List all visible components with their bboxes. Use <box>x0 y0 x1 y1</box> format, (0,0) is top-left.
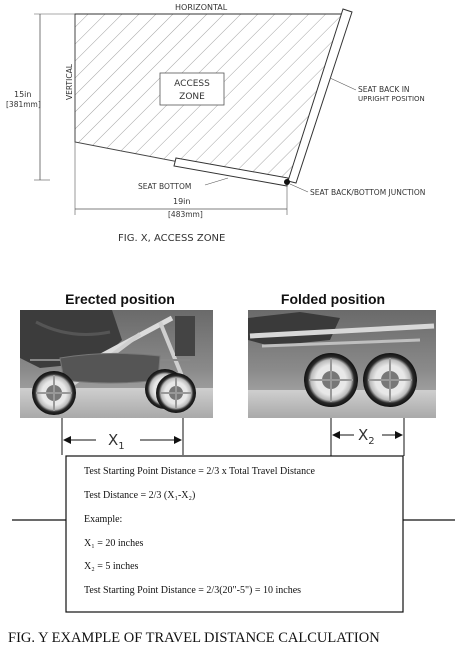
fig-y-travel-distance: Erected position Folded position <box>8 291 455 646</box>
folded-stroller-photo <box>248 310 436 418</box>
height-inches: 15in <box>14 90 31 99</box>
calc-line-3: Example: <box>84 514 122 525</box>
seat-back-label-line1: SEAT BACK IN <box>358 85 410 94</box>
horizontal-label: HORIZONTAL <box>175 3 228 12</box>
junction-label: SEAT BACK/BOTTOM JUNCTION <box>310 188 425 197</box>
access-zone-box <box>159 72 225 106</box>
junction-point <box>284 179 290 185</box>
calc-line-6: Test Starting Point Distance = 2/3(20"-5… <box>84 585 301 596</box>
calc-line-4: X₁ = 20 inches <box>84 538 144 549</box>
erected-stroller-photo <box>20 310 213 418</box>
x2-label: X2 <box>358 426 375 447</box>
folded-title: Folded position <box>281 291 385 307</box>
x1-label: X1 <box>108 431 125 452</box>
fig-x-access-zone: HORIZONTAL 15in [381mm] VERTICAL ACCESS … <box>6 3 425 244</box>
erected-title: Erected position <box>65 291 175 307</box>
vertical-label: VERTICAL <box>65 63 74 100</box>
fig-y-caption: FIG. Y EXAMPLE OF TRAVEL DISTANCE CALCUL… <box>8 630 380 646</box>
seat-back <box>287 8 353 184</box>
calculation-box <box>65 455 404 613</box>
height-mm: [381mm] <box>6 100 41 109</box>
seat-bottom-label: SEAT BOTTOM <box>138 182 191 191</box>
calc-line-2: Test Distance = 2/3 (X₁-X₂) <box>84 490 195 501</box>
calc-line-5: X₂ = 5 inches <box>84 561 139 572</box>
calc-line-1: Test Starting Point Distance = 2/3 x Tot… <box>84 466 316 477</box>
width-inches: 19in <box>173 197 190 206</box>
seat-back-label-line2: UPRIGHT POSITION <box>358 95 425 103</box>
fig-x-caption: FIG. X, ACCESS ZONE <box>118 233 225 244</box>
access-zone-line2: ZONE <box>179 92 205 102</box>
access-zone-line1: ACCESS <box>174 79 210 89</box>
width-mm: [483mm] <box>168 210 203 219</box>
